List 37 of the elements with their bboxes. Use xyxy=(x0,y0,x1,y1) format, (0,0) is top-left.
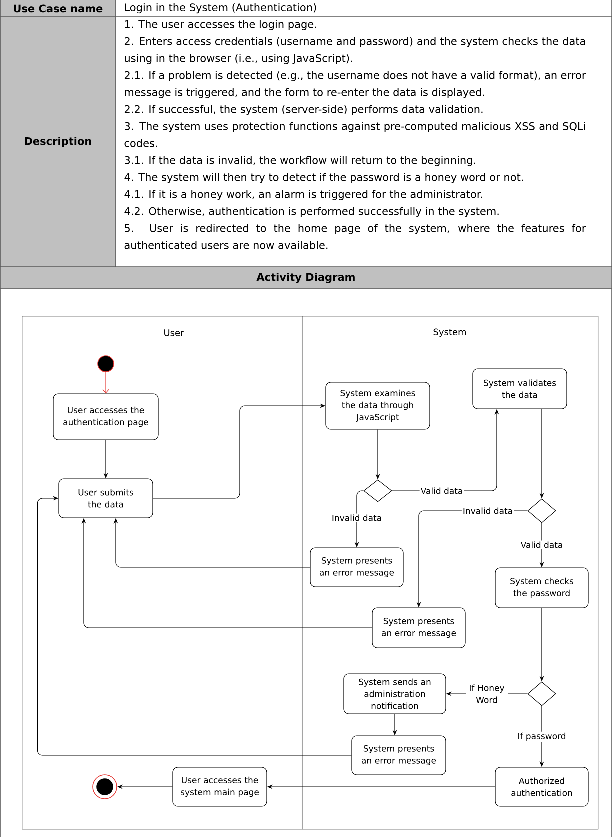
edge-label: Invalid data xyxy=(330,514,384,522)
header-cell: Use Case name xyxy=(0,0,116,18)
step-text: 1. The user accesses the login page. xyxy=(125,20,316,30)
step-text: 4.2. Otherwise, authentication is performed successfully in the system. xyxy=(124,207,499,218)
step-text: 3. The system uses protection functions against pre-computed malicious XSS and SQLi codes. xyxy=(124,122,586,148)
activity-box: System sends an administration notification xyxy=(344,674,446,714)
step-text: 2.1. If a problem is detected (e.g., the username does not have a valid format), an error message is triggered, and the form to re-enter the data is displayed. xyxy=(124,71,586,98)
decision-diamond xyxy=(364,480,392,502)
step-text: 4.1. If it is a honey work, an alarm is triggered for the administrator. xyxy=(124,190,482,200)
arrow xyxy=(102,372,110,394)
edge-label: If password xyxy=(516,732,568,742)
activity-box: System presents an error message xyxy=(372,608,466,648)
activity-box: System examines the data through JavaScript xyxy=(326,382,430,430)
activity-box: User accesses the system main page xyxy=(172,767,268,807)
edge-label: If Honey Word xyxy=(466,684,508,704)
decision-diamond xyxy=(528,498,556,524)
arrow xyxy=(37,496,352,756)
activity-box: System checks the password xyxy=(495,568,589,608)
edge-label: Invalid data xyxy=(462,506,514,516)
activity-box: System presents an error message xyxy=(352,736,446,776)
activity-box: User accesses the authentication page xyxy=(53,394,159,440)
activity-box: System presents an error message xyxy=(310,548,404,588)
activity-box: Authorized authentication xyxy=(495,767,589,807)
end-node xyxy=(92,774,118,800)
activity-box: System validates the data xyxy=(472,368,568,410)
step-text: 4. The system will then try to detect if the password is a honey word or not. xyxy=(124,173,524,184)
step-text: 2.2. If successful, the system (server-side) performs data validation. xyxy=(124,105,483,116)
activity-box: User submits the data xyxy=(58,478,154,518)
decision-diamond xyxy=(528,682,556,706)
edge-label: Valid data xyxy=(520,540,564,550)
section-header: Activity Diagram xyxy=(0,267,612,290)
step-text: 2. Enters access credentials (username and password) and the system checks the data using in the browser (i.e., using JavaScript). xyxy=(124,37,586,64)
use-case-title: Login in the System (Authentication) xyxy=(125,3,316,14)
step-text: 3.1. If the data is invalid, the workflow will return to the beginning. xyxy=(125,156,476,166)
step-text: 5. User is redirected to the home page of the system, where the features for authenticated users are now available. xyxy=(124,224,586,250)
start-node xyxy=(98,356,114,372)
edge-label: Valid data xyxy=(420,486,464,496)
